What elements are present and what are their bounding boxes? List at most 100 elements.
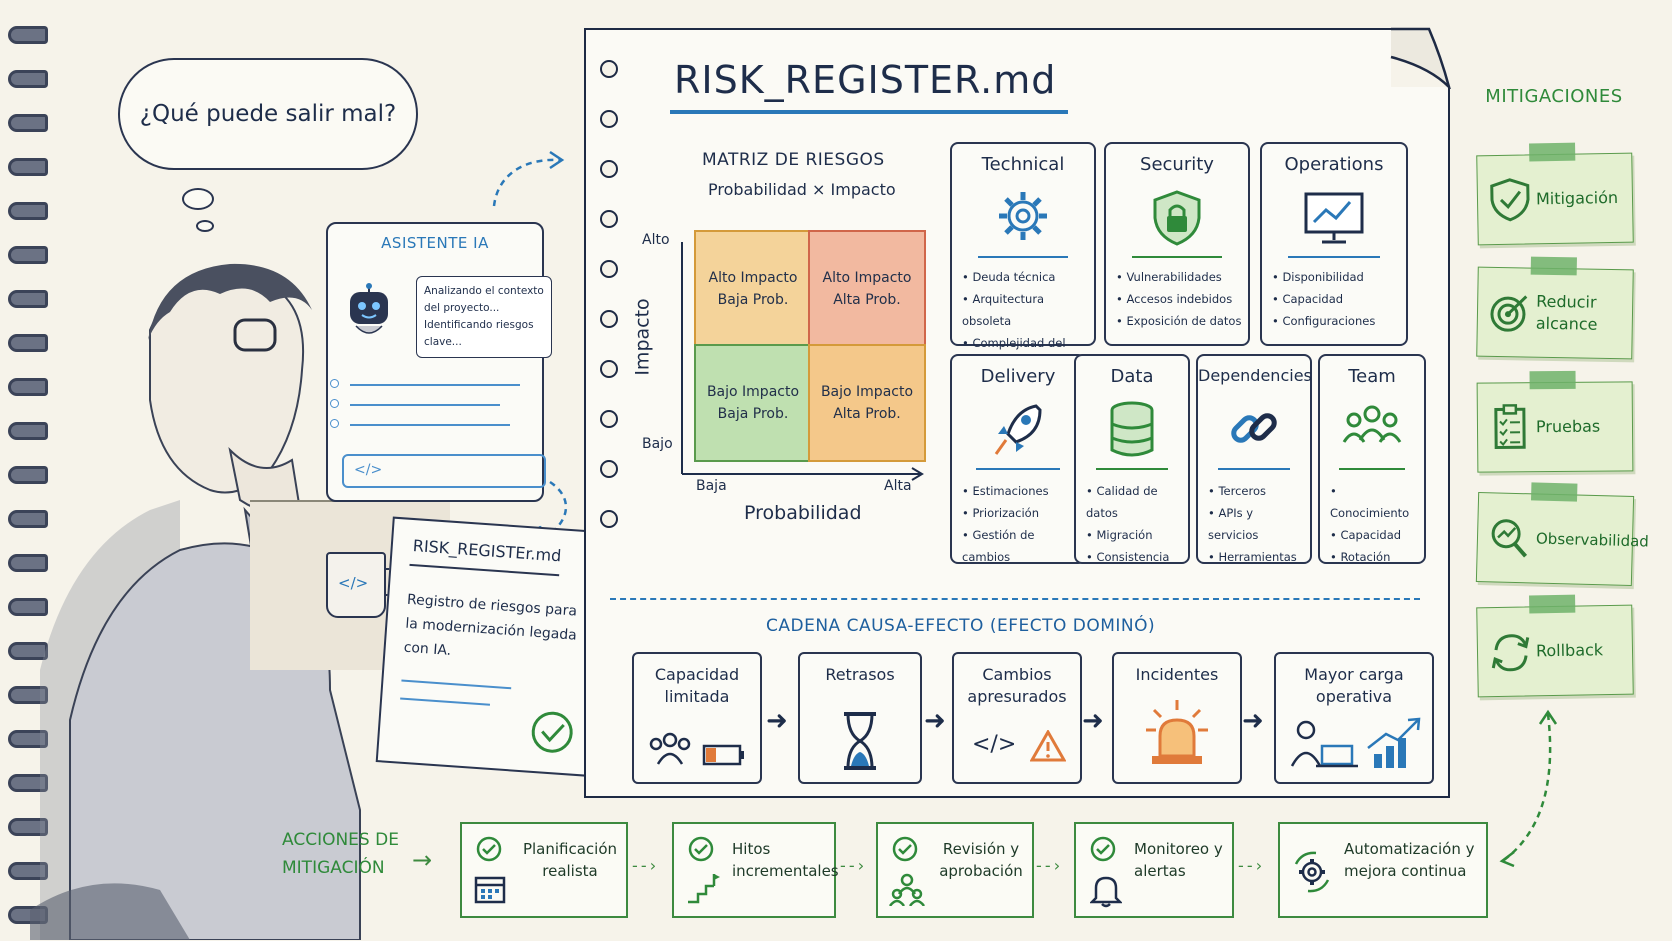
dashed-arrow-icon: - - › (1036, 856, 1060, 875)
category-item: • Accesos indebidos (1116, 292, 1233, 306)
category-title: Dependencies (1198, 366, 1312, 385)
category-item: • Consistencia (1086, 550, 1170, 564)
category-item: • Rotación (1330, 550, 1391, 564)
document-title: RISK_REGISTEr.md (412, 536, 562, 566)
list-line-2 (330, 399, 500, 408)
review-people-icon (888, 873, 926, 906)
robot-icon (350, 283, 388, 334)
check-circle-icon (688, 836, 714, 862)
chain-link-icon (1231, 413, 1277, 443)
action-review[interactable]: Revisión y aprobación (876, 822, 1034, 918)
category-card-security[interactable]: Security • Vulnerabilidades • Accesos in… (1104, 142, 1250, 346)
tests-label: Pruebas (1535, 416, 1601, 437)
category-item: • Estimaciones (962, 484, 1049, 498)
people-icon (1342, 405, 1402, 443)
category-card-data[interactable]: Data • Calidad de datos • Migración • Co… (1074, 354, 1190, 564)
rollback-note[interactable]: Rollback (1476, 594, 1634, 698)
gear-cycle-icon (1294, 851, 1330, 893)
x-axis-high: Alta (884, 478, 912, 494)
category-card-operations[interactable]: Operations • Disponibilidad • Capacidad … (1260, 142, 1408, 346)
mitigation-note[interactable]: Mitigación (1476, 142, 1634, 246)
rocket-icon (994, 404, 1042, 455)
category-item: • Priorización (962, 506, 1039, 520)
warning-icon (1030, 730, 1066, 762)
chain-step-rushed-changes: Cambios apresurados </> (952, 652, 1082, 784)
mug-code-icon: </> (338, 574, 369, 592)
category-item: • Arquitectura obsoleta (962, 292, 1045, 328)
x-axis-title: Probabilidad (744, 502, 862, 524)
chain-step-delays: Retrasos (798, 652, 922, 784)
code-icon: </> (354, 462, 383, 478)
rollback-label: Rollback (1535, 640, 1604, 661)
category-title: Team (1348, 366, 1396, 387)
reduce-scope-label: Reducir alcance (1535, 291, 1598, 334)
category-item: • Exposición de datos (1116, 314, 1242, 328)
category-item: • Conocimiento (1330, 484, 1410, 520)
action-automation[interactable]: Automatización y mejora continua (1278, 822, 1488, 918)
actions-title: ACCIONES DE MITIGACIÓN (282, 826, 412, 882)
tests-note[interactable]: Pruebas (1476, 370, 1634, 473)
chain-step-incidents: Incidentes (1112, 652, 1242, 784)
chain-arrow-icon: ➜ (766, 706, 788, 736)
category-item: • Deuda técnica (962, 270, 1056, 284)
section-divider (610, 598, 1420, 600)
risk-register-sheet: RISK_REGISTER.md MATRIZ DE RIESGOS Proba… (584, 27, 1451, 798)
assistant-title: ASISTENTE IA (381, 234, 489, 252)
list-line-1 (330, 379, 520, 388)
shield-lock-icon (1153, 190, 1201, 246)
category-item: • Disponibilidad (1272, 270, 1364, 284)
check-circle-icon (476, 836, 502, 862)
category-title: Technical (981, 154, 1065, 175)
stairs-flag-icon (688, 874, 720, 904)
matrix-cell-high-impact-high-prob: Alto Impacto Alta Prob. (808, 230, 926, 348)
reduce-scope-note[interactable]: Reducir alcance (1476, 256, 1634, 360)
mitigations-title: MITIGACIONES (1460, 86, 1648, 107)
thought-bubble: ¿Qué puede salir mal? (118, 58, 418, 170)
category-item: • Gestión de cambios (962, 528, 1035, 564)
chain-step-operational-load: Mayor carga operativa (1274, 652, 1434, 784)
action-monitoring[interactable]: Monitoreo y alertas (1074, 822, 1234, 918)
thought-text: ¿Qué puede salir mal? (139, 101, 397, 127)
actions-arrow-icon: → (412, 846, 433, 874)
matrix-title: MATRIZ DE RIESGOS (702, 150, 885, 170)
action-planning[interactable]: Planificación realista (460, 822, 628, 918)
thought-dot-large (182, 188, 214, 210)
title-underline (670, 110, 1068, 114)
people-battery-icon (649, 732, 744, 766)
action-label: Automatización y mejora continua (1344, 840, 1475, 880)
chain-arrow-icon: ➜ (1242, 706, 1264, 736)
shield-check-icon (1490, 178, 1530, 222)
action-label: Planificación realista (522, 840, 618, 880)
check-circle-icon (1090, 836, 1116, 862)
action-label: Hitos incrementales (732, 840, 839, 880)
risk-register-document[interactable]: RISK_REGISTEr.md Registro de riesgos par… (375, 516, 615, 778)
matrix-cell-high-impact-low-prob: Alto Impacto Baja Prob. (694, 230, 812, 348)
category-card-team[interactable]: Team • Conocimiento • Capacidad • Rotaci… (1318, 354, 1426, 564)
category-title: Delivery (980, 366, 1056, 387)
category-item: • Vulnerabilidades (1116, 270, 1222, 284)
thought-dot-small (196, 220, 214, 232)
check-circle-icon (892, 836, 918, 862)
register-title: RISK_REGISTER.md (674, 58, 1057, 102)
database-icon (1110, 401, 1154, 457)
matrix-axes (681, 242, 924, 481)
action-label: Revisión y aprobación (939, 840, 1023, 880)
arrow-to-register-icon (492, 150, 565, 207)
category-item: • Terceros (1208, 484, 1266, 498)
x-axis-low: Baja (696, 478, 727, 494)
ai-assistant-panel: ASISTENTE IA Analizando el contexto del … (326, 222, 552, 502)
action-milestones[interactable]: Hitos incrementales (672, 822, 839, 918)
category-card-delivery[interactable]: Delivery • Estimaciones • Priorización •… (950, 354, 1086, 564)
category-item: • APIs y servicios (1208, 506, 1259, 542)
category-item: • Capacidad (1272, 292, 1344, 306)
observability-note[interactable]: Observabilidad (1475, 482, 1649, 587)
y-axis-high: Alto (642, 232, 670, 248)
category-card-technical[interactable]: Technical • Deuda técnica • Arquitectura… (950, 142, 1096, 372)
assistant-code-input[interactable]: </> (342, 454, 546, 488)
dashed-arrow-icon: - - › (840, 856, 864, 875)
chain-arrow-icon: ➜ (924, 706, 946, 736)
category-card-dependencies[interactable]: Dependencies • Terceros • APIs y servici… (1196, 354, 1312, 564)
y-axis-low: Bajo (642, 436, 673, 452)
matrix-cell-low-impact-low-prob: Bajo Impacto Baja Prob. (694, 344, 812, 462)
category-item: • Migración (1086, 528, 1153, 542)
